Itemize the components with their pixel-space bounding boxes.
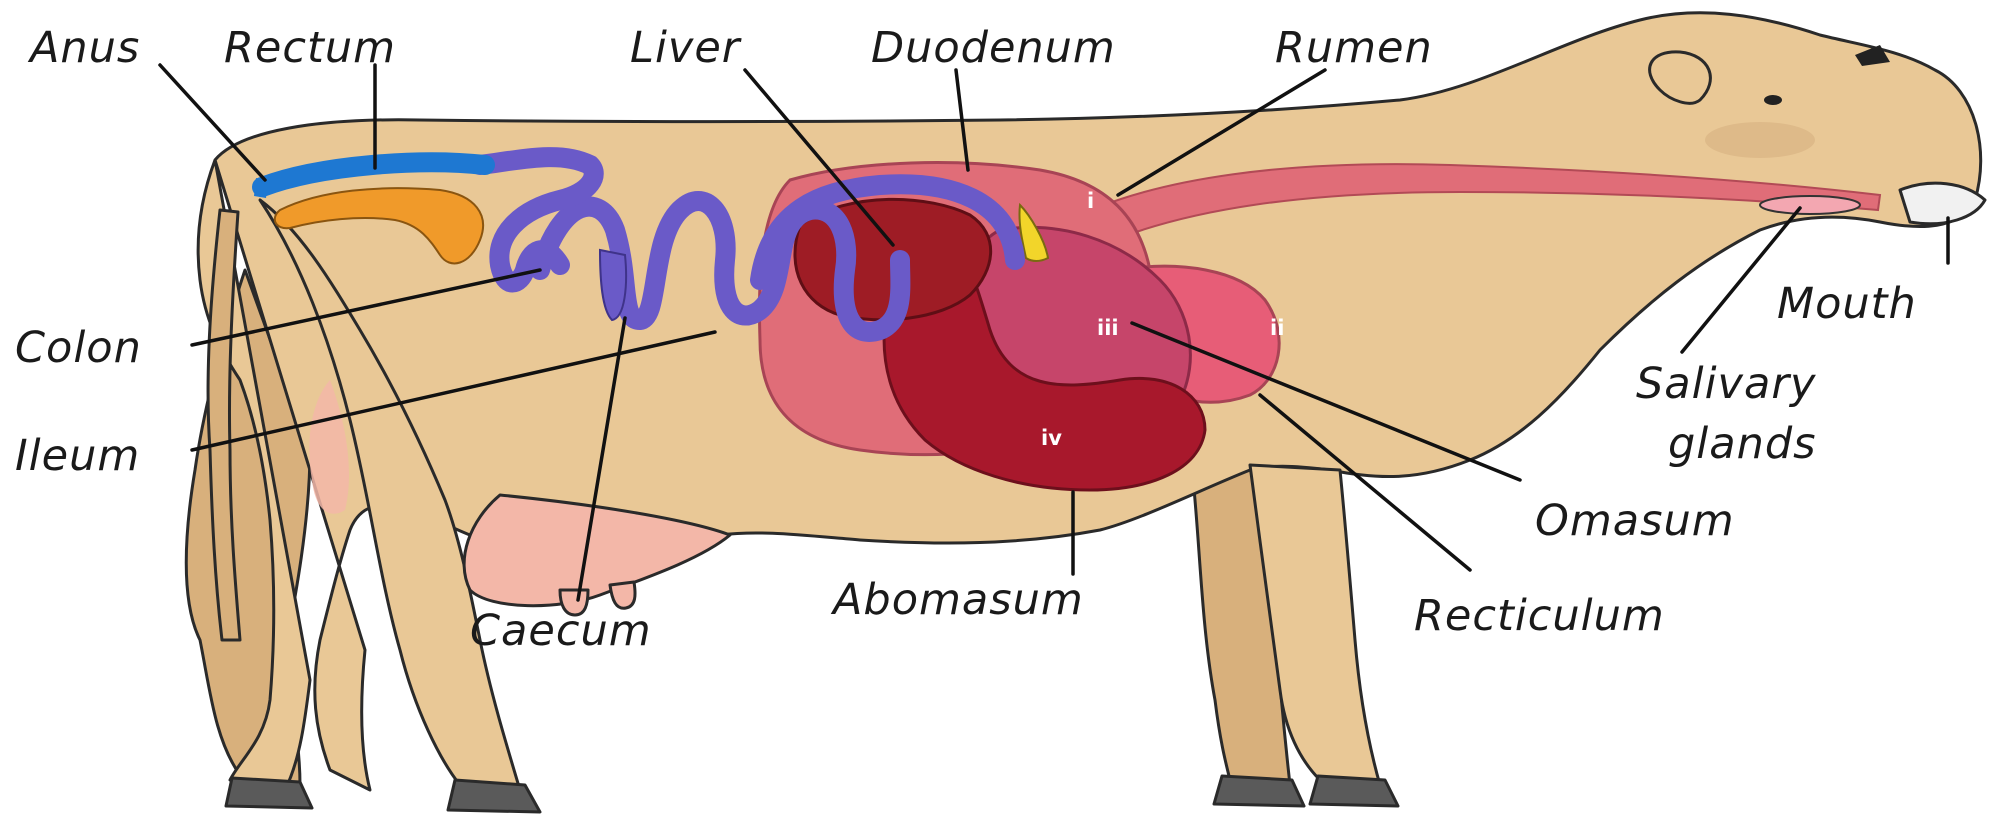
label-mouth: Mouth [1777, 279, 1917, 329]
label-abomasum: Abomasum [830, 575, 1084, 625]
label-rectum: Rectum [224, 23, 396, 73]
hoof-near-front [1310, 776, 1398, 806]
teat-right [610, 582, 635, 608]
label-recticulum: Recticulum [1414, 591, 1665, 641]
label-anus: Anus [27, 23, 140, 73]
hoof-near-hind [448, 780, 540, 812]
eye [1764, 95, 1782, 105]
label-liver: Liver [630, 23, 742, 73]
label-duodenum: Duodenum [871, 23, 1116, 73]
label-colon: Colon [15, 323, 142, 373]
label-salivary-line1: Salivary [1636, 359, 1816, 409]
label-caecum: Caecum [470, 606, 652, 656]
hoof-far-hind [226, 778, 312, 808]
label-omasum: Omasum [1535, 496, 1735, 546]
hoof-far-front [1214, 776, 1304, 806]
reticulum-numeral: ii [1270, 316, 1284, 340]
salivary-gland [1760, 196, 1860, 214]
omasum-numeral: iii [1097, 316, 1119, 340]
label-salivary-line2: glands [1668, 419, 1817, 469]
cheek-shade [1705, 122, 1815, 158]
abomasum-numeral: iv [1041, 426, 1062, 450]
label-rumen: Rumen [1275, 23, 1433, 73]
rumen-numeral: i [1087, 189, 1094, 213]
label-ileum: Ileum [15, 431, 140, 481]
